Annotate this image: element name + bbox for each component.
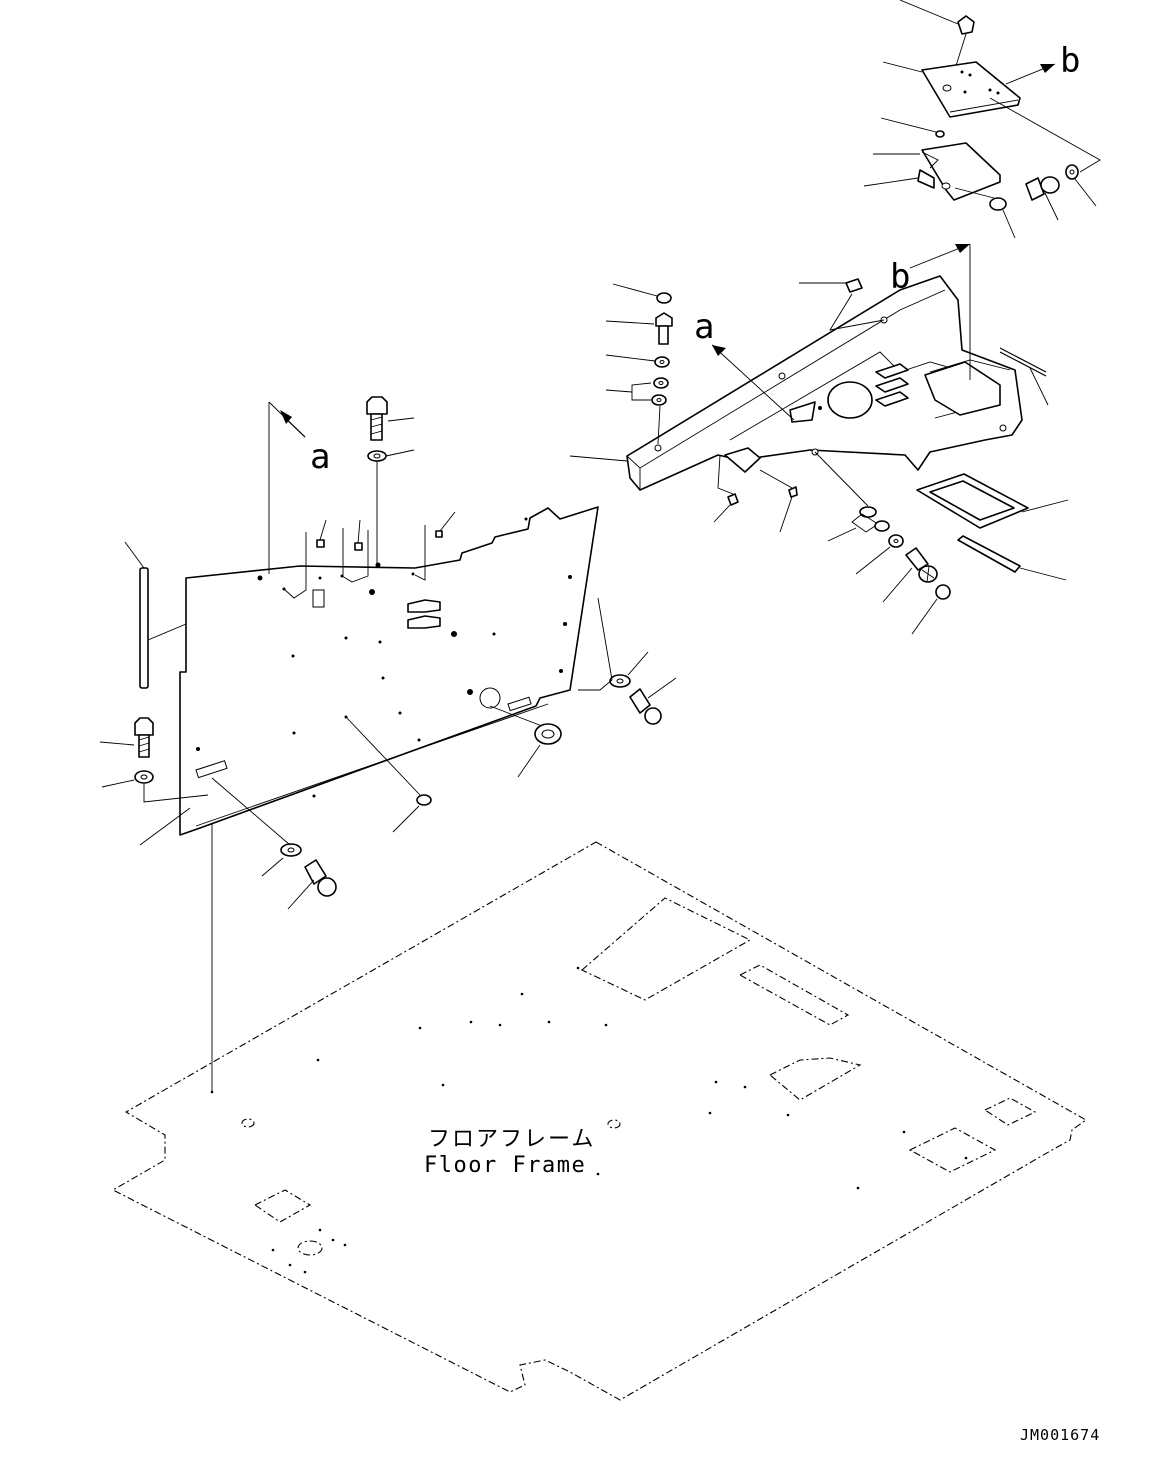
callout-a-left-label: a [310, 437, 330, 477]
plug [345, 716, 432, 833]
callout-a-right-label: a [694, 307, 714, 347]
latch-plate [863, 117, 1016, 239]
drawing-id: JM001674 [1020, 1426, 1100, 1444]
bolt-left [99, 717, 154, 758]
rubber-frame [916, 473, 1069, 529]
callout-b-upper-label: b [1060, 41, 1080, 81]
floor-frame-label-jp: フロアフレーム [428, 1127, 595, 1152]
callout-b-lower-label: b [890, 257, 910, 297]
bolt-panel-lower [211, 777, 337, 910]
bolt-panel-right [578, 597, 677, 725]
seal-strip [124, 541, 187, 689]
cover-bolt [1025, 164, 1097, 221]
panel-clips [407, 599, 441, 629]
cover-plate [882, 61, 1101, 173]
clip-top [899, 0, 975, 86]
panel-holes [196, 517, 572, 798]
bolt-top [366, 396, 415, 565]
bracket-fasteners-right [814, 451, 951, 635]
callout-b-upper: b [1005, 41, 1080, 85]
leader-panel-bottom [139, 807, 191, 846]
callout-b-lower: b [890, 243, 971, 380]
floor-frame-label-en: Floor Frame [424, 1153, 586, 1178]
panel-nuts [283, 511, 456, 599]
washer-left [101, 770, 209, 803]
rubber-strip [957, 535, 1067, 581]
console-bracket [569, 275, 1023, 491]
grommet [489, 705, 562, 778]
bracket-clip [799, 278, 885, 331]
long-screw [999, 347, 1049, 406]
floor-frame [111, 841, 1088, 1401]
bracket-nuts [713, 454, 798, 533]
floor-frame-holes [210, 966, 968, 1274]
callout-a-right: a [694, 307, 795, 421]
side-panel [179, 506, 599, 836]
bolt-stack [605, 283, 673, 445]
callout-a-left: a [268, 401, 330, 574]
